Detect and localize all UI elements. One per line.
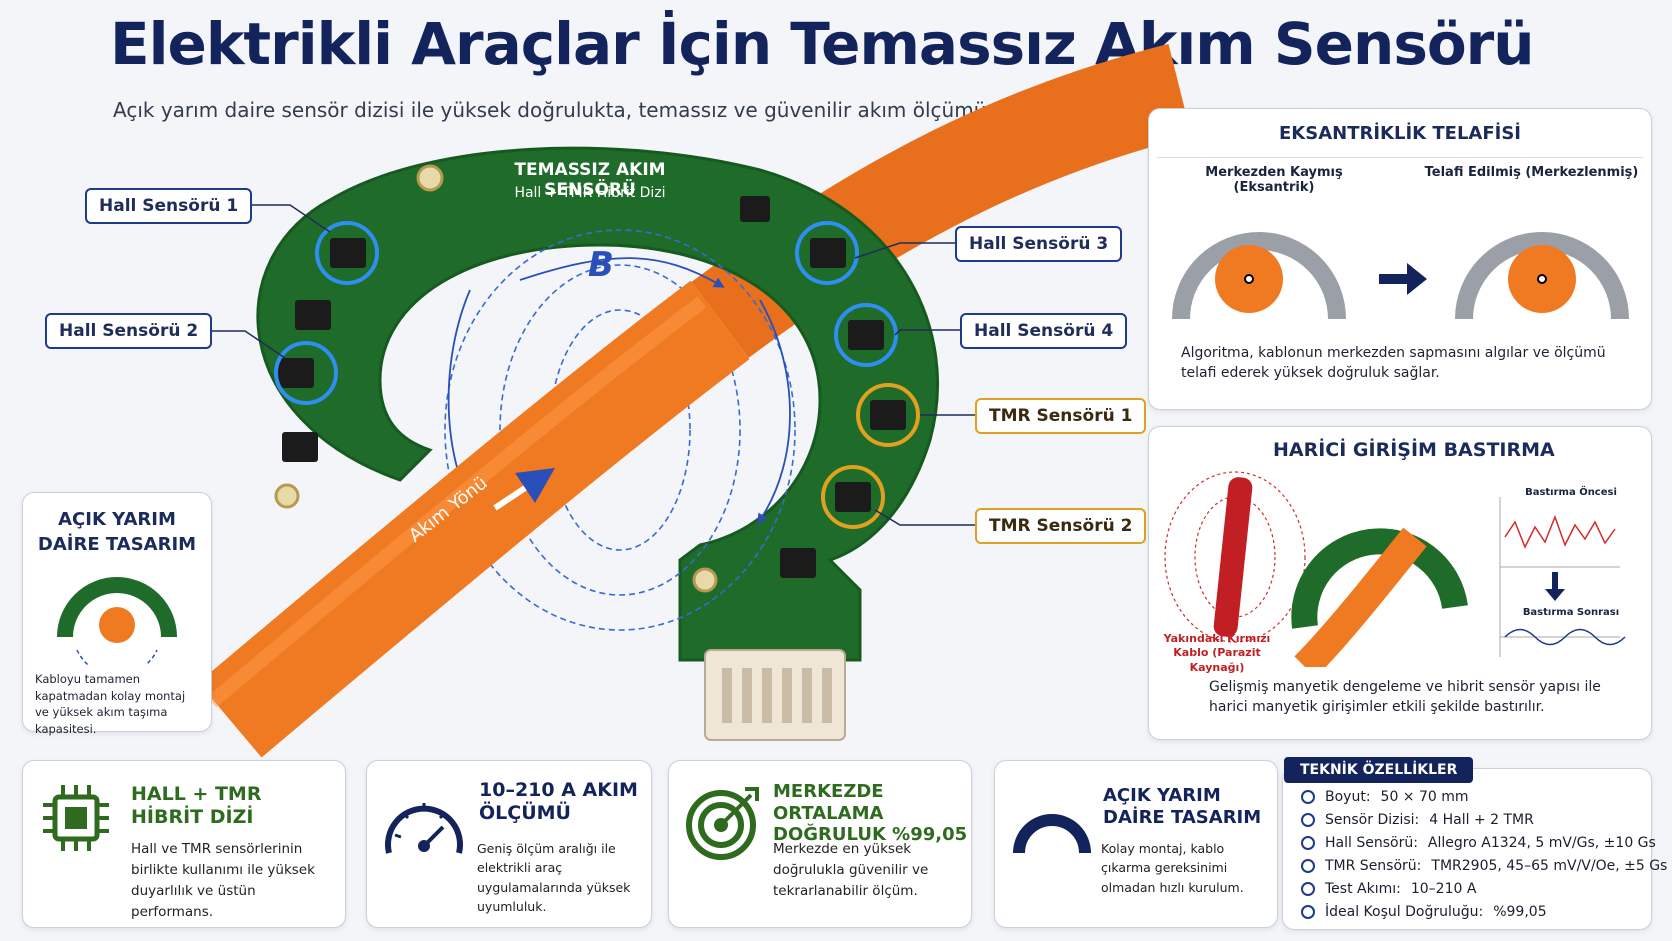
feature-card-accuracy: MERKEZDE ORTALAMA DOĞRULUK %99,05 Merkez… [668,760,972,928]
specs-header: TEKNİK ÖZELLİKLER [1284,757,1474,783]
label-tmr-2: TMR Sensörü 2 [975,508,1147,544]
interference-source-label: Yakındaki Kırmızı Kablo (Parazit Kaynağı… [1163,632,1271,674]
open-design-card: AÇIK YARIM DAİRE TASARIM Kabloyu tamamen… [22,492,212,736]
feature-title-open: AÇIK YARIM DAİRE TASARIM [1103,785,1262,828]
feature-card-hybrid: HALL + TMR HİBRİT DİZİ Hall ve TMR sensö… [22,760,346,928]
page-title: Elektrikli Araçlar İçin Temassız Akım Se… [110,10,1535,78]
feature-text-range: Geniş ölçüm aralığı ile elektrikli araç … [477,841,631,915]
specs-card: TEKNİK ÖZELLİKLER Boyut:50 × 70 mm Sensö… [1282,757,1667,930]
open-design-title: AÇIK YARIM DAİRE TASARIM [37,509,197,556]
label-hall-4: Hall Sensörü 4 [960,313,1128,349]
accuracy-icon [1301,905,1315,919]
spec-row: Test Akımı:10–210 A [1301,881,1476,897]
semicircle-icon [1013,814,1091,854]
feature-text-hybrid: Hall ve TMR sensörlerinin birlikte kulla… [131,841,315,920]
spec-row: Hall Sensörü:Allegro A1324, 5 mV/Gs, ±10… [1301,835,1656,851]
spec-row: Boyut:50 × 70 mm [1301,789,1469,805]
feature-text-open: Kolay montaj, kablo çıkarma gereksinimi … [1101,841,1244,895]
gauge-icon [385,803,463,854]
interference-title: HARİCİ GİRİŞİM BASTIRMA [1273,439,1555,461]
feature-text-accuracy: Merkezde en yüksek doğrulukla güvenilir … [773,841,929,899]
hall-ring-3 [795,221,859,285]
spec-row: Sensör Dizisi:4 Hall + 2 TMR [1301,812,1534,828]
before-label: Bastırma Öncesi [1525,487,1617,498]
tmr-icon [1301,859,1315,873]
label-hall-2: Hall Sensörü 2 [45,313,213,349]
page-subtitle: Açık yarım daire sensör dizisi ile yükse… [113,98,987,122]
pcb-title: TEMASSIZ AKIM SENSÖRÜ [514,160,666,200]
target-icon [686,787,759,860]
after-label: Bastırma Sonrası [1522,607,1620,618]
tmr-ring-2 [821,465,885,529]
interference-card: HARİCİ GİRİŞİM BASTIRMA Yakındaki Kırmız… [1148,426,1652,740]
size-icon [1301,790,1315,804]
spec-row: TMR Sensörü:TMR2905, 45–65 mV/V/Oe, ±5 G… [1301,858,1667,874]
hall-ring-2 [274,341,338,405]
eccentric-title: EKSANTRİKLİK TELAFİSİ [1279,123,1521,144]
chip-icon [43,785,109,851]
label-hall-1: Hall Sensörü 1 [85,188,253,224]
current-icon [1301,882,1315,896]
feature-title-accuracy: MERKEZDE ORTALAMA DOĞRULUK %99,05 [773,781,968,846]
feature-card-open: AÇIK YARIM DAİRE TASARIM Kolay montaj, k… [994,760,1278,928]
open-design-icon [57,577,177,665]
feature-title-range: 10–210 A AKIM ÖLÇÜMÜ [479,779,638,824]
eccentric-right-label: Telafi Edilmiş (Merkezlenmiş) [1424,165,1639,180]
label-hall-3: Hall Sensörü 3 [955,226,1123,262]
eccentric-diagram [1172,232,1629,320]
cable-front [198,280,750,758]
interference-text: Gelişmiş manyetik dengeleme ve hibrit se… [1209,679,1601,716]
open-design-text: Kabloyu tamamen kapatmadan kolay montaj … [35,672,186,737]
field-symbol: B [588,245,614,285]
pcb-ring [256,146,939,662]
feature-title-hybrid: HALL + TMR HİBRİT DİZİ [131,783,262,828]
hall-ring-1 [315,221,379,285]
eccentric-text: Algoritma, kablonun merkezden sapmasını … [1181,345,1606,382]
eccentric-card: EKSANTRİKLİK TELAFİSİ Merkezden Kaymış (… [1148,108,1652,410]
hall-icon [1301,836,1315,850]
feature-card-range: 10–210 A AKIM ÖLÇÜMÜ Geniş ölçüm aralığı… [366,760,652,928]
eccentric-left-label: Merkezden Kaymış (Eksantrik) [1205,165,1343,195]
tmr-ring-1 [856,383,920,447]
interference-diagram [1164,471,1626,667]
array-icon [1301,813,1315,827]
label-tmr-1: TMR Sensörü 1 [975,398,1147,434]
pcb-subtitle: Hall + TMR Hibrit Dizi [514,185,666,201]
spec-row: İdeal Koşul Doğruluğu:%99,05 [1301,904,1547,920]
